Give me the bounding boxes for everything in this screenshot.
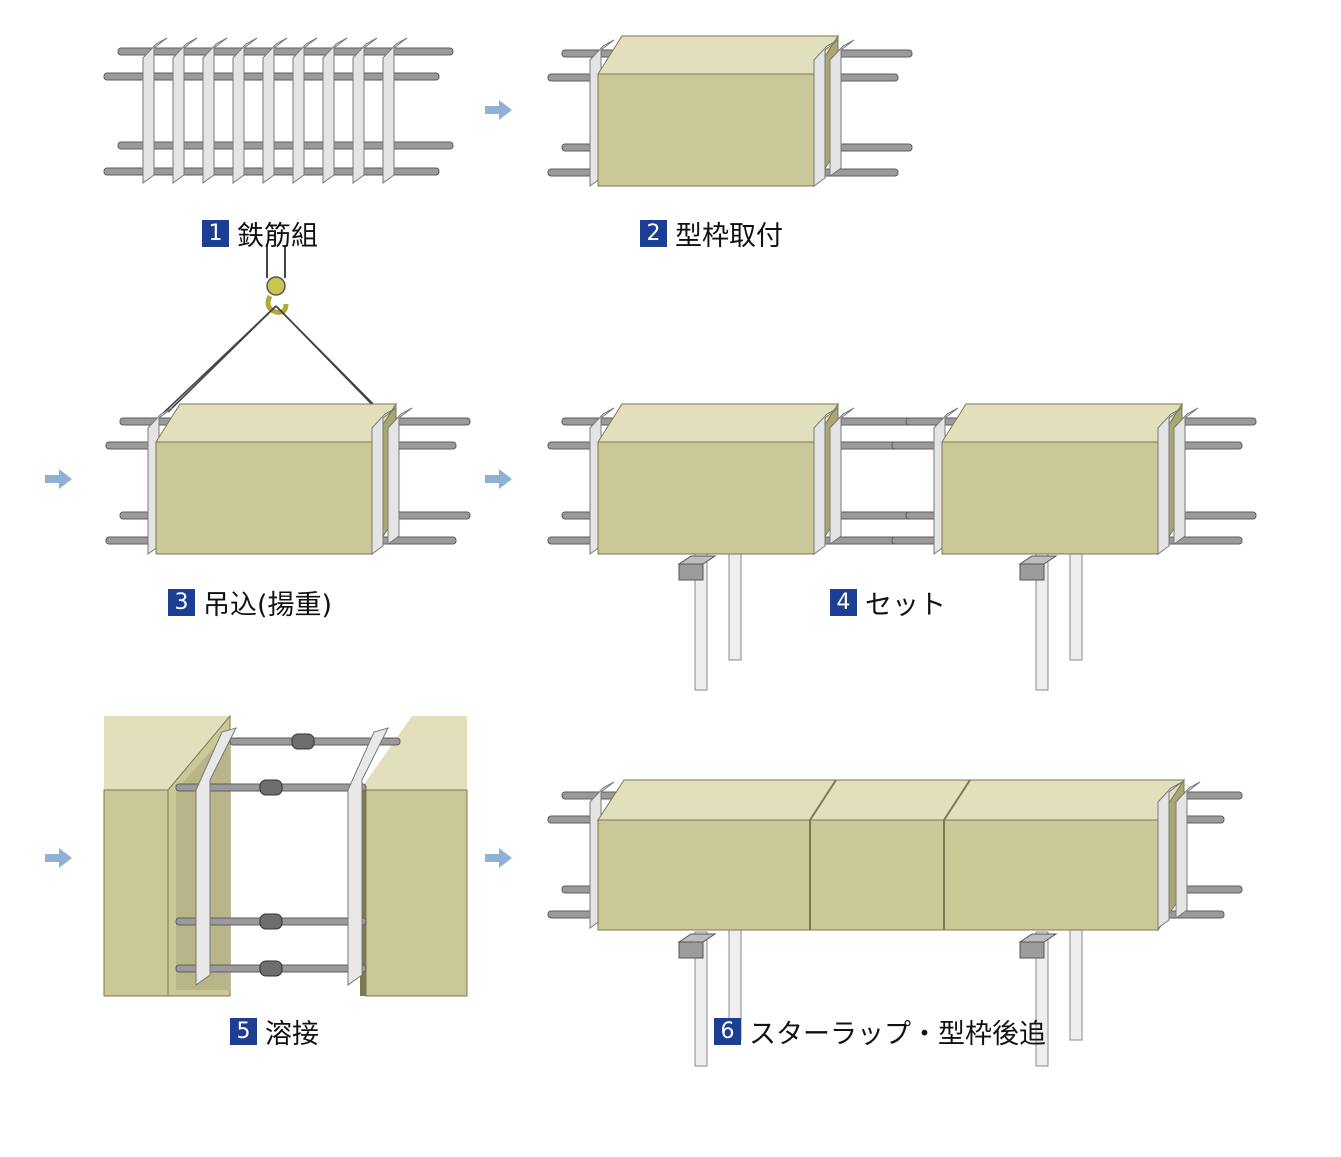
coupler-icon	[259, 960, 283, 977]
step-number-badge: 5	[230, 1018, 257, 1045]
stirrup	[933, 407, 959, 555]
stirrup	[829, 39, 855, 177]
arrow-right-icon	[485, 469, 512, 489]
support-jack	[1019, 941, 1045, 959]
stirrup	[232, 37, 258, 184]
stirrup	[262, 37, 288, 184]
stirrup	[142, 37, 168, 184]
support-jack-top	[1018, 555, 1058, 565]
step-label-3: 3 吊込(揚重)	[168, 583, 332, 622]
support-jack-top	[677, 933, 717, 943]
arrow-right-icon	[45, 469, 72, 489]
stirrup	[202, 37, 228, 184]
step6-supports	[677, 927, 1083, 1067]
form-top	[597, 35, 839, 75]
stirrup	[1157, 781, 1183, 929]
step-text: 鉄筋組	[237, 221, 318, 252]
support-post-icon	[728, 549, 742, 661]
form-face	[597, 73, 815, 187]
form-top	[597, 779, 1185, 821]
stirrup	[1175, 781, 1201, 919]
coupler-icon	[259, 913, 283, 930]
support-jack-top	[677, 555, 717, 565]
step1-rebar-cage	[103, 37, 454, 184]
form-top	[597, 403, 839, 443]
coupler-icon	[259, 779, 283, 796]
step-number-badge: 6	[714, 1018, 741, 1045]
stirrup	[813, 39, 839, 187]
stirrup	[352, 37, 378, 184]
step4-unit-left	[547, 402, 913, 556]
form-face	[155, 441, 373, 555]
support-post-icon	[694, 931, 708, 1067]
rebar	[229, 737, 401, 746]
step-number-badge: 1	[202, 220, 229, 247]
stirrups	[142, 37, 408, 184]
form-joint	[809, 779, 837, 821]
support-post-icon	[1035, 931, 1049, 1067]
stirrups	[195, 727, 389, 986]
form-joint	[943, 779, 971, 821]
stirrup	[1173, 407, 1199, 545]
arrow-right-icon	[485, 848, 512, 868]
step-number-badge: 2	[640, 220, 667, 247]
step-text: 吊込(揚重)	[203, 590, 333, 621]
lifting-slings	[155, 305, 396, 429]
crane-hook-icon	[265, 245, 289, 315]
support-jack	[1019, 563, 1045, 581]
step-label-1: 1 鉄筋組	[202, 214, 318, 253]
support-post-icon	[1069, 927, 1083, 1041]
stirrup	[322, 37, 348, 184]
step-text: 型枠取付	[675, 221, 783, 252]
stirrup	[1157, 407, 1183, 555]
stirrup	[813, 407, 839, 555]
step-label-6: 6 スターラップ・型枠後追	[714, 1012, 1046, 1051]
form-top	[941, 403, 1183, 443]
form-top	[155, 403, 397, 443]
stirrup	[147, 407, 173, 555]
arrow-right-icon	[485, 100, 512, 120]
support-post-icon	[1069, 549, 1083, 661]
stirrup	[371, 407, 397, 555]
step6-continuous-formwork	[547, 778, 1243, 932]
stirrup	[172, 37, 198, 184]
step3-lifted-unit	[105, 402, 471, 556]
support-jack	[678, 563, 704, 581]
stirrup	[292, 37, 318, 184]
support-jack	[678, 941, 704, 959]
coupler-icon	[291, 733, 315, 750]
form-face	[941, 441, 1159, 555]
step-number-badge: 3	[168, 589, 195, 616]
step4-unit-right	[891, 402, 1257, 556]
support-jack-top	[1018, 933, 1058, 943]
form-face	[597, 441, 815, 555]
step-label-4: 4 セット	[830, 583, 946, 622]
step2-formwork-unit	[547, 34, 913, 188]
step-text: スターラップ・型枠後追	[749, 1019, 1046, 1050]
stirrup	[589, 407, 615, 555]
rebar-bars	[103, 47, 454, 176]
step-label-2: 2 型枠取付	[640, 214, 783, 253]
step-label-5: 5 溶接	[230, 1012, 319, 1051]
arrow-right-icon	[45, 848, 72, 868]
step-text: 溶接	[265, 1019, 319, 1050]
step-text: セット	[865, 590, 946, 621]
stirrup	[382, 37, 408, 184]
form-face	[597, 819, 1159, 931]
stirrup	[387, 407, 413, 545]
rebar-bars	[175, 733, 401, 977]
stirrup	[589, 781, 615, 929]
step5-weld-detail	[103, 714, 468, 997]
step-number-badge: 4	[830, 589, 857, 616]
stirrup	[829, 407, 855, 545]
stirrup	[589, 39, 615, 187]
